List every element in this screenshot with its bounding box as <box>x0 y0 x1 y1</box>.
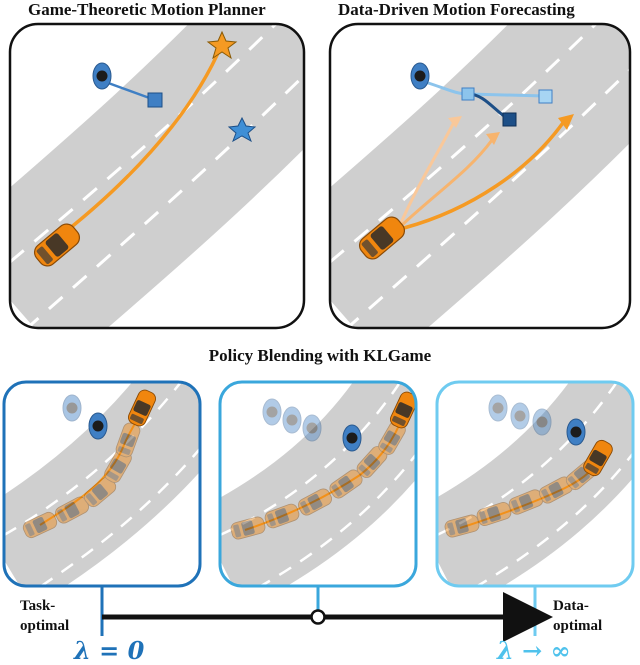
pedestrian-icon <box>410 62 430 90</box>
lambda-inf-label: λ → ∞ <box>497 636 571 665</box>
title-game-theoretic: Game-Theoretic Motion Planner <box>28 0 266 19</box>
forecast-mode-3 <box>403 118 567 230</box>
panel-data-driven <box>328 22 632 330</box>
task-label-line2: optimal <box>20 618 70 634</box>
forecast-mode-1 <box>398 119 457 226</box>
title-data-driven: Data-Driven Motion Forecasting <box>338 0 575 19</box>
pedestrian-icon <box>88 412 108 440</box>
task-label-line1: Task- <box>20 598 56 614</box>
forecast-goal-light-icon <box>538 89 553 104</box>
lambda-zero-label: λ = 0 <box>74 636 145 665</box>
data-optimal-label: Data- optimal <box>553 596 602 636</box>
task-optimal-label: Task- optimal <box>20 596 69 636</box>
pedestrian-icon <box>566 418 586 446</box>
pedestrian-icon <box>92 62 112 90</box>
pedestrian-icon <box>342 424 362 452</box>
panel-lambda-zero <box>2 380 202 588</box>
panel-game-theoretic <box>8 22 306 330</box>
panel-lambda-mid <box>218 380 418 588</box>
alt-goal-star-icon <box>227 116 257 143</box>
lambda-axis <box>100 586 553 642</box>
forecast-mode-2 <box>400 139 494 227</box>
planned-trajectory <box>53 43 224 242</box>
goal-star-icon <box>206 30 238 60</box>
panel-lambda-inf <box>435 380 635 588</box>
lambda-mid-marker <box>310 609 326 625</box>
data-label-line1: Data- <box>553 598 589 614</box>
data-label-line2: optimal <box>553 618 603 634</box>
forecast-goal-dark-icon <box>502 112 517 127</box>
title-policy-blending: Policy Blending with KLGame <box>208 346 432 365</box>
pedestrian-goal-icon <box>147 92 163 108</box>
